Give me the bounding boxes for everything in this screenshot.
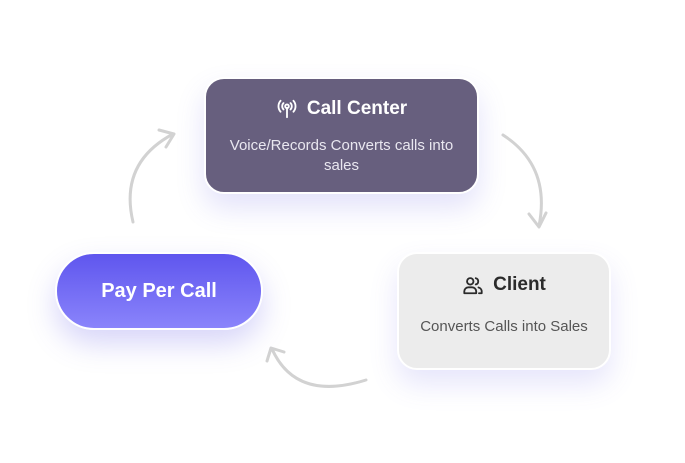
client-title: Client <box>493 274 546 295</box>
antenna-icon <box>276 98 298 120</box>
client-node: Client Converts Calls into Sales <box>397 252 611 370</box>
pay-per-call-node: Pay Per Call <box>55 252 263 330</box>
pay-per-call-label: Pay Per Call <box>101 279 217 302</box>
client-header: Client <box>399 274 609 296</box>
call-center-node: Call Center Voice/Records Converts calls… <box>204 77 479 194</box>
arrow-client-to-payperpall <box>265 346 368 388</box>
call-center-header: Call Center <box>206 98 477 120</box>
client-description: Converts Calls into Sales <box>420 318 588 335</box>
users-icon <box>462 274 484 296</box>
arrow-callcenter-to-client <box>501 133 548 229</box>
arrow-payperpall-to-callcenter <box>128 128 176 224</box>
call-center-description: Voice/Records Converts calls into sales <box>229 137 454 174</box>
call-center-title: Call Center <box>306 98 408 119</box>
